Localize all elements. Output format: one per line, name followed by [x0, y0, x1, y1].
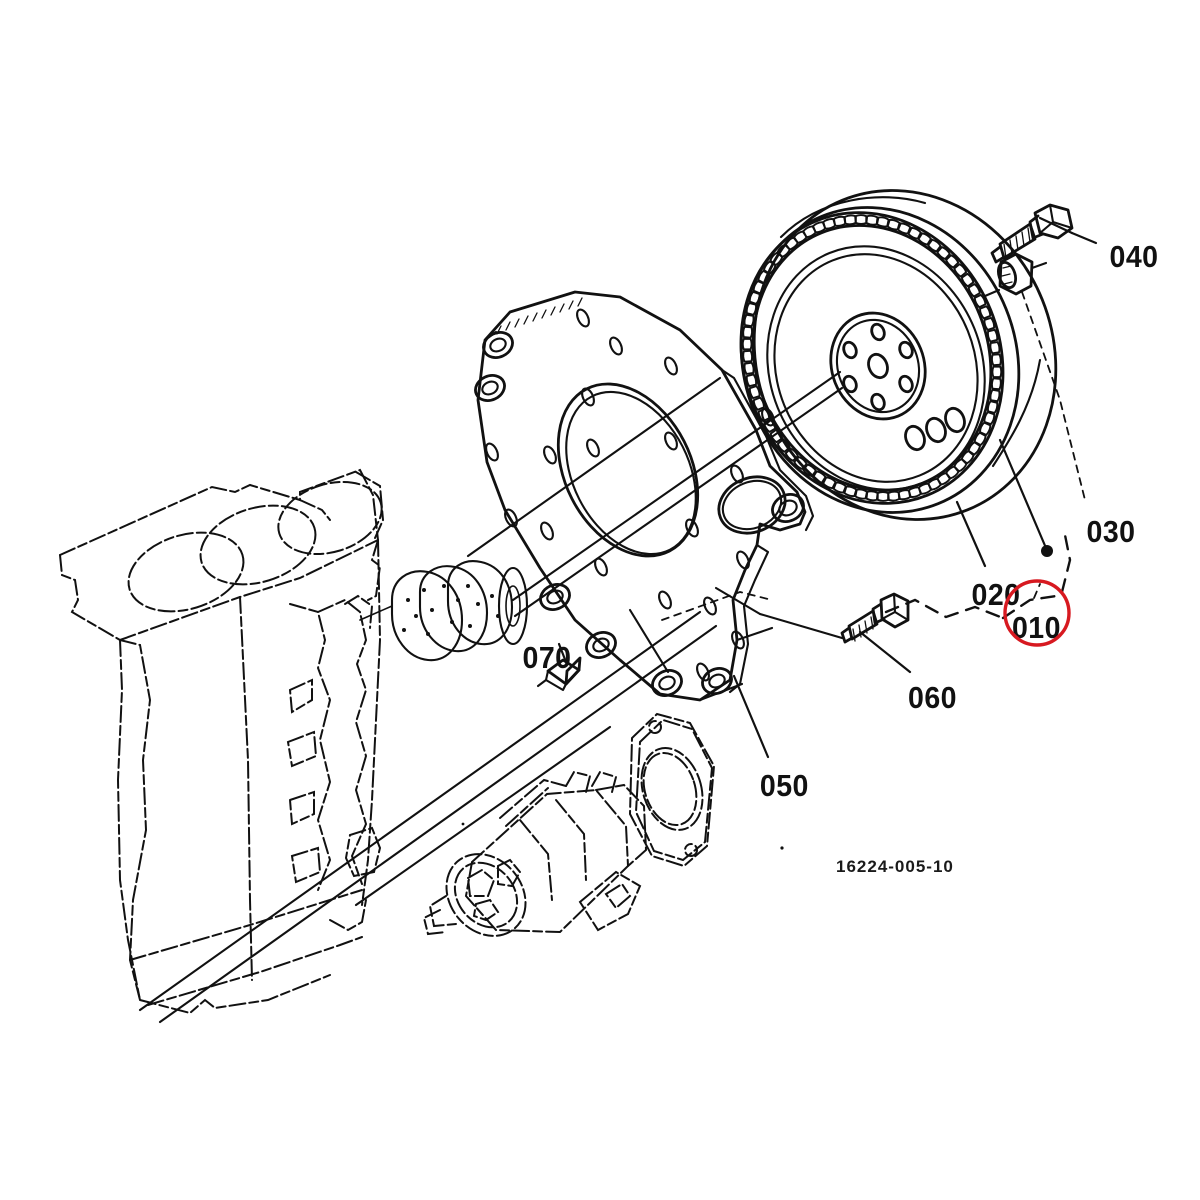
assembly-axis-lines	[138, 376, 722, 1024]
housing-bosses	[474, 331, 805, 697]
callout-050[interactable]: 050	[760, 769, 809, 803]
crankshaft-shading	[402, 584, 500, 636]
engine-block	[59, 468, 385, 1015]
callout-040[interactable]: 040	[1110, 240, 1159, 274]
leader-lines	[557, 216, 1098, 759]
housing-bolt-060	[840, 592, 910, 644]
callout-030[interactable]: 030	[1087, 515, 1136, 549]
ring-gear	[739, 211, 1005, 505]
starter-motor	[422, 770, 648, 937]
callout-020[interactable]: 020	[972, 578, 1021, 612]
flywheel	[739, 189, 1058, 521]
highlight-circle-010	[1003, 579, 1071, 647]
flywheel-balance-holes	[904, 406, 966, 452]
engine-block-rear-detail	[286, 594, 382, 932]
scan-speck	[780, 846, 784, 850]
mounting-bolt-040	[990, 203, 1074, 264]
flywheel-housing	[474, 290, 815, 702]
hub-bolt-holes	[842, 322, 914, 412]
dowel-pin-070	[536, 656, 582, 692]
drawing-number: 16224-005-10	[836, 857, 954, 876]
ring-gear-teeth	[741, 214, 1003, 502]
callout-070[interactable]: 070	[523, 641, 572, 675]
starter-gasket	[628, 712, 716, 868]
flywheel-hub	[829, 311, 927, 421]
spring-pin-030	[983, 252, 1048, 298]
housing-bolt-holes	[485, 308, 775, 682]
scan-speck-2	[461, 822, 465, 826]
callout-060[interactable]: 060	[908, 681, 957, 715]
callout-labels: 040 030 020 010 070 060 050	[523, 240, 1159, 803]
